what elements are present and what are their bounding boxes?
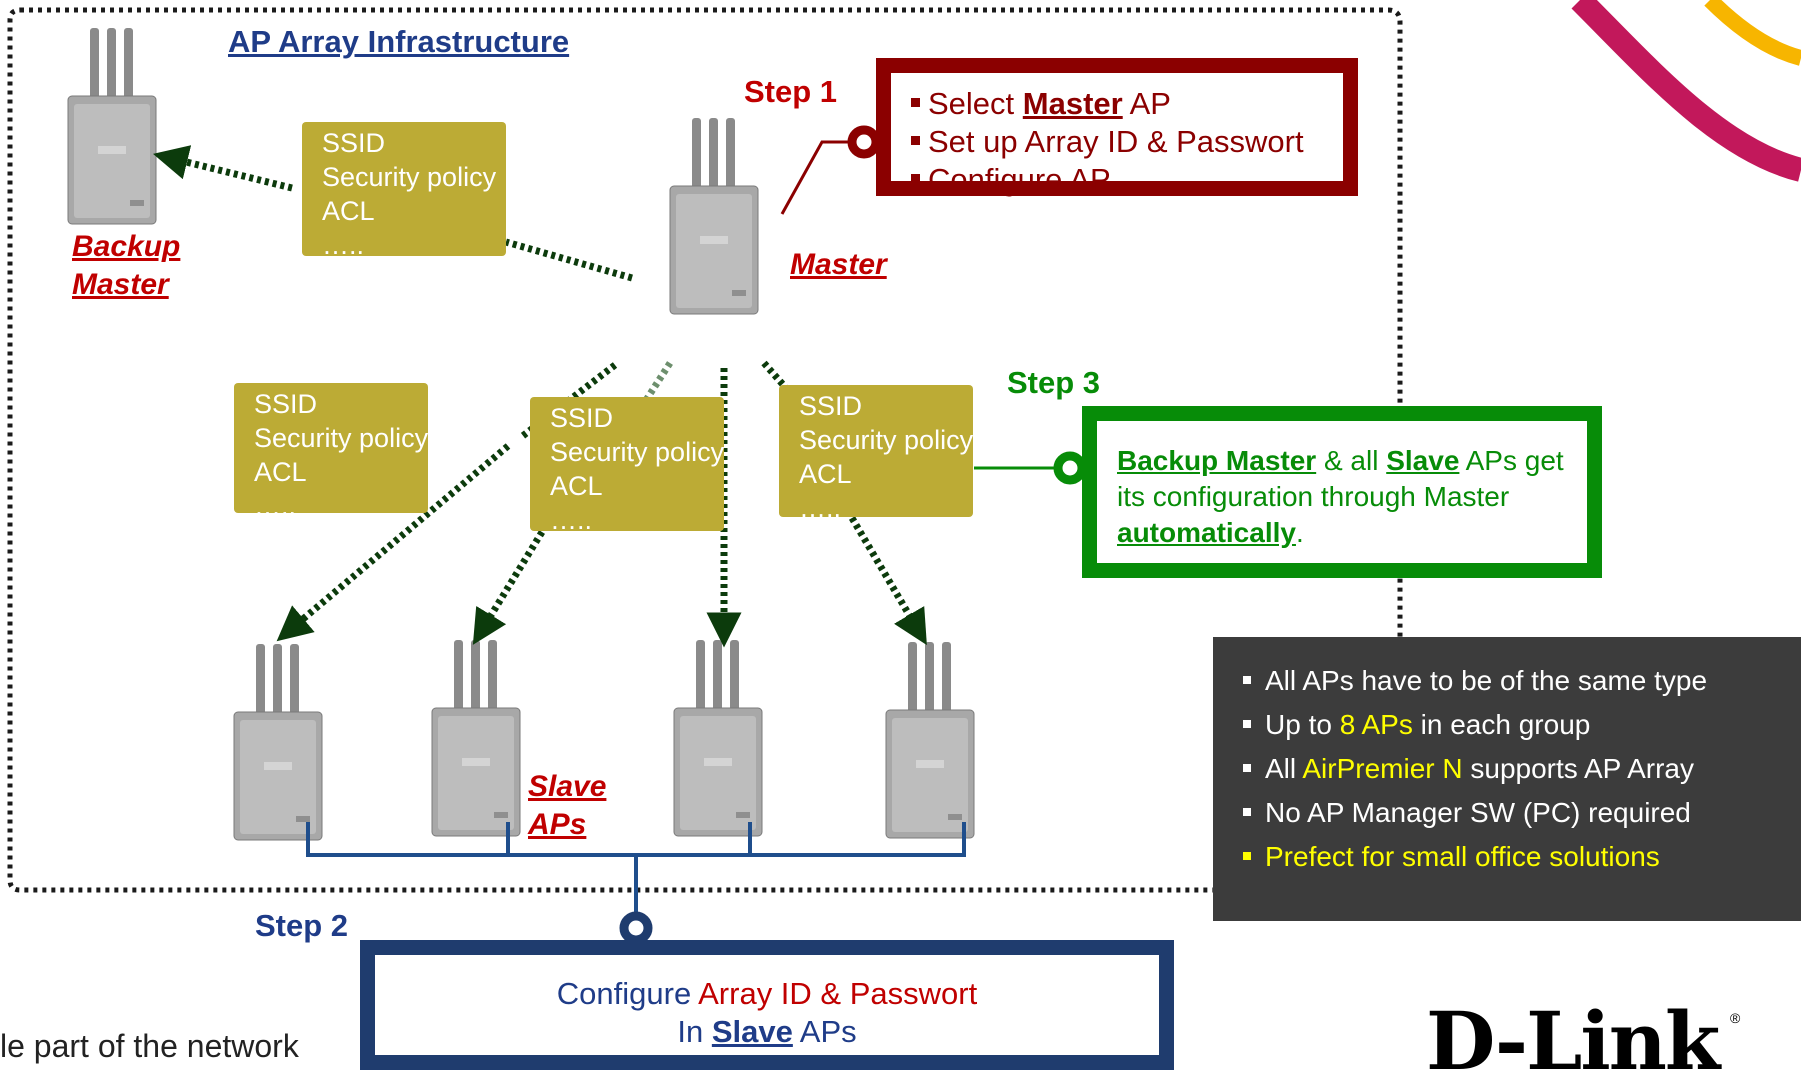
features-panel: All APs have to be of the same type Up t… bbox=[1213, 637, 1801, 921]
config-card: SSID Security policy ACL ….. bbox=[234, 383, 428, 513]
feature-item: No AP Manager SW (PC) required bbox=[1243, 791, 1801, 835]
feature-item: Up to 8 APs in each group bbox=[1243, 703, 1801, 747]
card-line: ….. bbox=[550, 505, 593, 531]
card-line: Security policy bbox=[254, 423, 428, 453]
step2-box: Configure Array ID & Passwort In Slave A… bbox=[360, 940, 1174, 1070]
step3-label: Step 3 bbox=[1007, 365, 1101, 400]
card-line: SSID bbox=[550, 403, 614, 433]
step2-line1: Configure Array ID & Passwort bbox=[556, 976, 978, 1011]
config-card: SSID Security policy ACL ….. bbox=[779, 385, 973, 517]
backup-master-label: Backup Master bbox=[72, 228, 180, 304]
step1-label: Step 1 bbox=[744, 74, 838, 109]
card-line: ACL bbox=[799, 459, 852, 489]
diagram-canvas bbox=[7, 0, 1801, 945]
feature-item: All APs have to be of the same type bbox=[1243, 659, 1801, 703]
card-line: ….. bbox=[254, 491, 297, 513]
card-line: SSID bbox=[254, 389, 318, 419]
slave-label-line1: Slave bbox=[528, 770, 607, 803]
step3-text: Backup Master & all Slave APs get its co… bbox=[1117, 445, 1564, 548]
step1-item: Configure AP bbox=[911, 161, 1343, 199]
card-line: ….. bbox=[799, 493, 842, 517]
config-card: SSID Security policy ACL ….. bbox=[302, 122, 506, 256]
slave-label-line2: APs bbox=[528, 808, 587, 841]
card-line: Security policy bbox=[799, 425, 973, 455]
footer-text-fragment: le part of the network bbox=[0, 1028, 299, 1064]
backup-master-label-line1: Backup bbox=[72, 230, 181, 263]
slave-aps-label: Slave APs bbox=[528, 768, 606, 844]
backup-master-label-line2: Master bbox=[72, 268, 169, 301]
card-line: ACL bbox=[254, 457, 307, 487]
master-label: Master bbox=[790, 248, 887, 281]
card-line: ACL bbox=[550, 471, 603, 501]
step1-item: Select Master AP bbox=[911, 85, 1343, 123]
step3-box: Backup Master & all Slave APs get its co… bbox=[1082, 406, 1602, 578]
config-card: SSID Security policy ACL ….. bbox=[530, 397, 724, 531]
diagram-title: AP Array Infrastructure bbox=[228, 24, 570, 59]
feature-item: Prefect for small office solutions bbox=[1243, 835, 1801, 879]
card-line: SSID bbox=[322, 128, 386, 158]
step1-master-emphasis: Master bbox=[1022, 86, 1123, 121]
card-line: ACL bbox=[322, 196, 375, 226]
card-line: ….. bbox=[322, 230, 365, 256]
feature-item: All AirPremier N supports AP Array bbox=[1243, 747, 1801, 791]
card-line: Security policy bbox=[550, 437, 724, 467]
card-line: Security policy bbox=[322, 162, 497, 192]
connector-circle-icon bbox=[847, 125, 881, 159]
connector-circle-icon bbox=[619, 911, 653, 945]
dlink-logo: D-Link bbox=[1426, 994, 1720, 1088]
card-line: SSID bbox=[799, 391, 863, 421]
step2-label: Step 2 bbox=[255, 908, 349, 943]
connector-circle-icon bbox=[1053, 451, 1087, 485]
step1-item: Set up Array ID & Passwort bbox=[911, 123, 1343, 161]
step1-box: Select Master AP Set up Array ID & Passw… bbox=[876, 58, 1358, 199]
step2-line2: In Slave APs bbox=[677, 1014, 857, 1049]
registered-mark: ® bbox=[1730, 1010, 1741, 1026]
